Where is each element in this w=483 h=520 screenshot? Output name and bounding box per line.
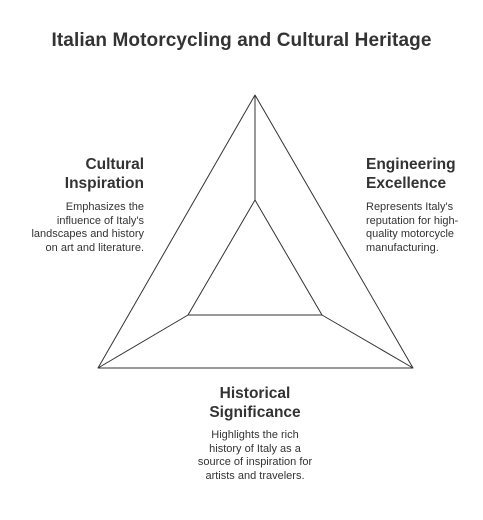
description-line: history of Italy as a <box>209 442 301 455</box>
historical-significance-description: Highlights the rich history of Italy as … <box>180 429 330 483</box>
cultural-inspiration-description: Emphasizes the influence of Italy's land… <box>0 201 144 255</box>
diagram-title: Italian Motorcycling and Cultural Herita… <box>51 30 432 51</box>
engineering-excellence-description: Represents Italy's reputation for high- … <box>366 201 481 255</box>
connector-left <box>97 314 189 369</box>
description-line: influence of Italy's <box>56 214 144 227</box>
description-line: Represents Italy's <box>366 201 454 213</box>
engineering-excellence-heading: Engineering Excellence <box>366 155 481 193</box>
inner-triangle <box>187 199 323 316</box>
description-line: quality motorcycle <box>366 228 455 240</box>
heading-line: Historical <box>219 385 291 402</box>
heading-line: Cultural <box>85 156 144 173</box>
heading-line: Excellence <box>366 175 447 192</box>
description-line: landscapes and history <box>31 228 144 240</box>
description-line: Highlights the rich <box>211 429 299 441</box>
description-line: on art and literature. <box>45 241 144 254</box>
historical-significance-heading: Historical Significance <box>155 384 355 422</box>
description-line: Emphasizes the <box>65 201 144 213</box>
description-line: artists and travelers. <box>205 469 305 482</box>
heading-line: Inspiration <box>64 175 144 192</box>
heading-line: Significance <box>209 404 301 421</box>
cultural-inspiration-heading: Cultural Inspiration <box>4 155 144 193</box>
outer-triangle <box>97 94 414 369</box>
connector-right <box>321 314 414 369</box>
description-line: source of inspiration for <box>197 456 313 468</box>
description-line: reputation for high- <box>366 214 459 227</box>
heading-line: Engineering <box>366 156 456 173</box>
description-line: manufacturing. <box>366 241 439 254</box>
